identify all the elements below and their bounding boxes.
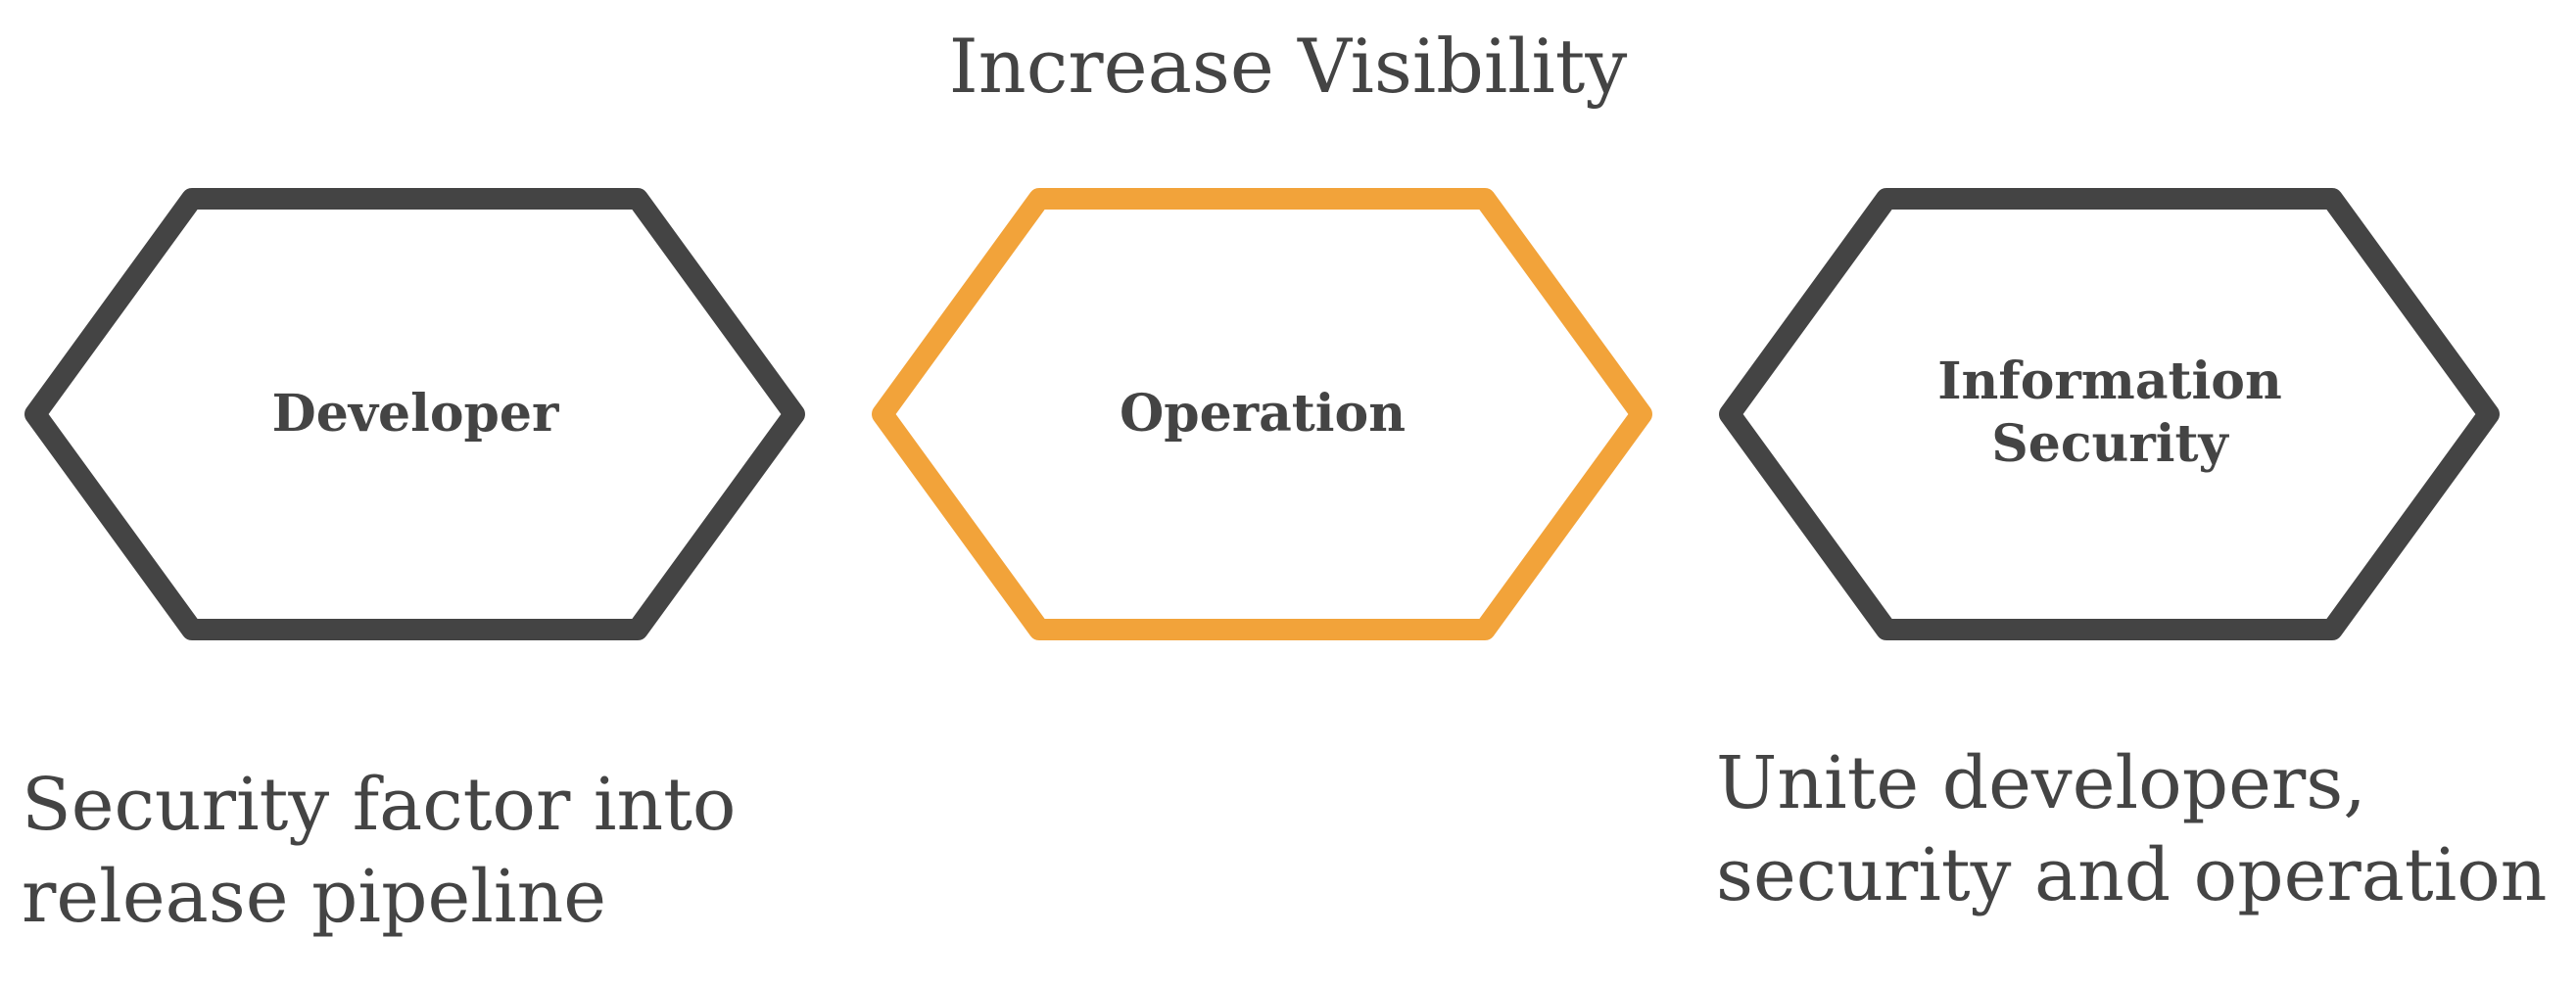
caption-left: Security factor into release pipeline: [22, 759, 736, 943]
hexagon-operation: [872, 188, 1652, 640]
hexagon-label-operation-line-1: Operation: [1119, 384, 1407, 444]
caption-left-line-2: release pipeline: [22, 855, 607, 939]
hexagon-information-security: [1719, 188, 2500, 640]
hexagon-label-information-security-line-2: Security: [1991, 414, 2228, 474]
hexagon-label-information-security-line-1: Information: [1937, 352, 2282, 411]
hexagon-label-developer: Developer: [121, 383, 709, 446]
hexagon-label-operation: Operation: [969, 383, 1556, 446]
diagram-title: Increase Visibility: [948, 23, 1628, 110]
hexagon-label-information-security: Information Security: [1816, 351, 2404, 476]
caption-right-line-1: Unite developers,: [1716, 741, 2366, 825]
caption-left-line-1: Security factor into: [22, 763, 737, 847]
caption-right: Unite developers, security and operation: [1716, 737, 2547, 921]
hexagon-developer: [24, 188, 805, 640]
caption-right-line-2: security and operation: [1716, 833, 2548, 917]
hexagon-label-developer-line-1: Developer: [271, 384, 559, 444]
